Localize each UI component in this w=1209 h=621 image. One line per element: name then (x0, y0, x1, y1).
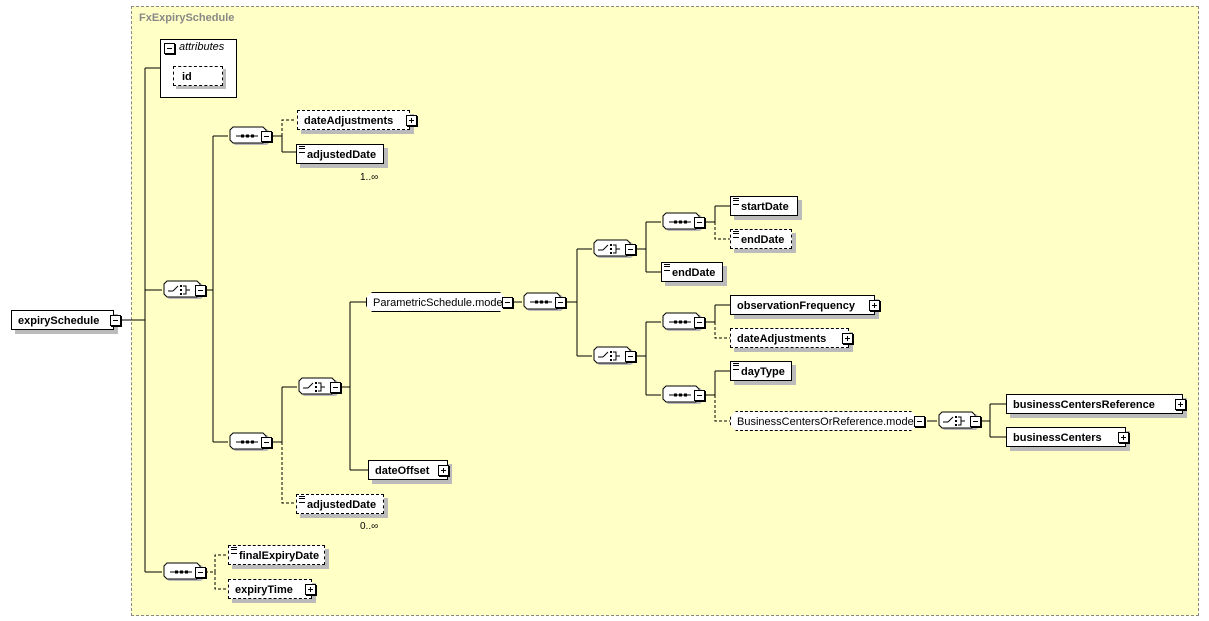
collapse-icon[interactable] (914, 416, 925, 427)
attributes-label: attributes (179, 41, 225, 53)
attributes-group: attributes id (160, 39, 237, 98)
collapse-icon[interactable] (625, 244, 636, 255)
expand-icon[interactable] (305, 584, 316, 595)
element-label: endDate (741, 234, 785, 246)
element-expiryTime[interactable]: expiryTime (228, 579, 312, 599)
type-title: FxExpirySchedule (139, 12, 235, 24)
sequence-compositor-icon[interactable] (162, 562, 206, 584)
expand-icon[interactable] (1118, 432, 1129, 443)
choice-compositor-icon[interactable] (297, 377, 341, 399)
sequence-compositor-icon[interactable] (661, 312, 705, 334)
expand-icon[interactable] (869, 300, 880, 311)
cardinality: 0..∞ (360, 521, 379, 532)
simple-type-icon (231, 547, 237, 554)
element-label: startDate (741, 201, 789, 213)
element-startDate[interactable]: startDate (730, 196, 798, 216)
element-dayType[interactable]: dayType (730, 361, 792, 381)
simple-type-icon (733, 198, 739, 205)
element-label: dateAdjustments (737, 333, 827, 345)
element-dateAdjustments[interactable]: dateAdjustments (297, 110, 410, 130)
choice-compositor-icon[interactable] (937, 411, 981, 433)
expand-icon[interactable] (438, 465, 449, 476)
element-label: dayType (741, 366, 785, 378)
element-label: dateOffset (375, 465, 430, 477)
element-businessCenters[interactable]: businessCenters (1006, 427, 1126, 447)
element-label: dateAdjustments (304, 115, 394, 127)
collapse-icon[interactable] (694, 317, 705, 328)
expand-icon[interactable] (406, 115, 417, 126)
element-endDate-optional[interactable]: endDate (730, 229, 792, 249)
element-label: expiryTime (235, 584, 293, 596)
element-adjustedDate[interactable]: adjustedDate (296, 144, 388, 168)
sequence-compositor-icon[interactable] (228, 432, 272, 454)
collapse-icon[interactable] (625, 351, 636, 362)
collapse-icon[interactable] (555, 297, 566, 308)
expand-icon[interactable] (1175, 399, 1186, 410)
element-label: finalExpiryDate (239, 550, 320, 562)
collapse-icon[interactable] (330, 382, 341, 393)
simple-type-icon (733, 363, 739, 370)
collapse-icon[interactable] (164, 43, 175, 54)
attribute-id[interactable]: id (173, 66, 223, 86)
element-label: observationFrequency (737, 300, 855, 312)
collapse-icon[interactable] (261, 131, 272, 142)
group-label: BusinessCentersOrReference.model (737, 416, 917, 428)
element-label: endDate (672, 267, 716, 279)
simple-type-icon (733, 231, 739, 238)
element-label: adjustedDate (307, 499, 377, 511)
collapse-icon[interactable] (970, 416, 981, 427)
sequence-compositor-icon[interactable] (661, 385, 705, 407)
choice-compositor-icon[interactable] (592, 346, 636, 368)
collapse-icon[interactable] (195, 285, 206, 296)
sequence-compositor-icon[interactable] (522, 292, 566, 314)
element-dateOffset[interactable]: dateOffset (368, 460, 448, 480)
collapse-icon[interactable] (694, 390, 705, 401)
choice-compositor-icon[interactable] (592, 239, 636, 261)
group-label: ParametricSchedule.model (373, 297, 506, 309)
collapse-icon[interactable] (110, 315, 121, 326)
element-label: adjustedDate (307, 149, 377, 161)
simple-type-icon (664, 264, 670, 271)
element-observationFrequency[interactable]: observationFrequency (730, 295, 875, 315)
collapse-icon[interactable] (694, 217, 705, 228)
choice-compositor-icon[interactable] (162, 280, 206, 302)
simple-type-icon (299, 146, 305, 153)
sequence-compositor-icon[interactable] (661, 212, 705, 234)
collapse-icon[interactable] (502, 297, 513, 308)
cardinality: 1..∞ (360, 172, 379, 183)
collapse-icon[interactable] (261, 437, 272, 448)
simple-type-icon (299, 496, 305, 503)
root-label: expirySchedule (18, 315, 100, 327)
root-element[interactable]: expirySchedule (11, 310, 114, 330)
element-label: businessCentersReference (1013, 399, 1155, 411)
expand-icon[interactable] (842, 333, 853, 344)
element-dateAdjustments[interactable]: dateAdjustments (730, 328, 849, 348)
element-label: businessCenters (1013, 432, 1102, 444)
collapse-icon[interactable] (195, 567, 206, 578)
element-adjustedDate-optional[interactable]: adjustedDate (296, 494, 388, 518)
group-ParametricSchedule-model[interactable]: ParametricSchedule.model (366, 292, 506, 312)
group-BusinessCentersOrReference-model[interactable]: BusinessCentersOrReference.model (730, 411, 917, 431)
element-endDate[interactable]: endDate (661, 262, 723, 282)
element-businessCentersReference[interactable]: businessCentersReference (1006, 394, 1183, 414)
element-finalExpiryDate[interactable]: finalExpiryDate (228, 545, 325, 565)
sequence-compositor-icon[interactable] (228, 126, 272, 148)
